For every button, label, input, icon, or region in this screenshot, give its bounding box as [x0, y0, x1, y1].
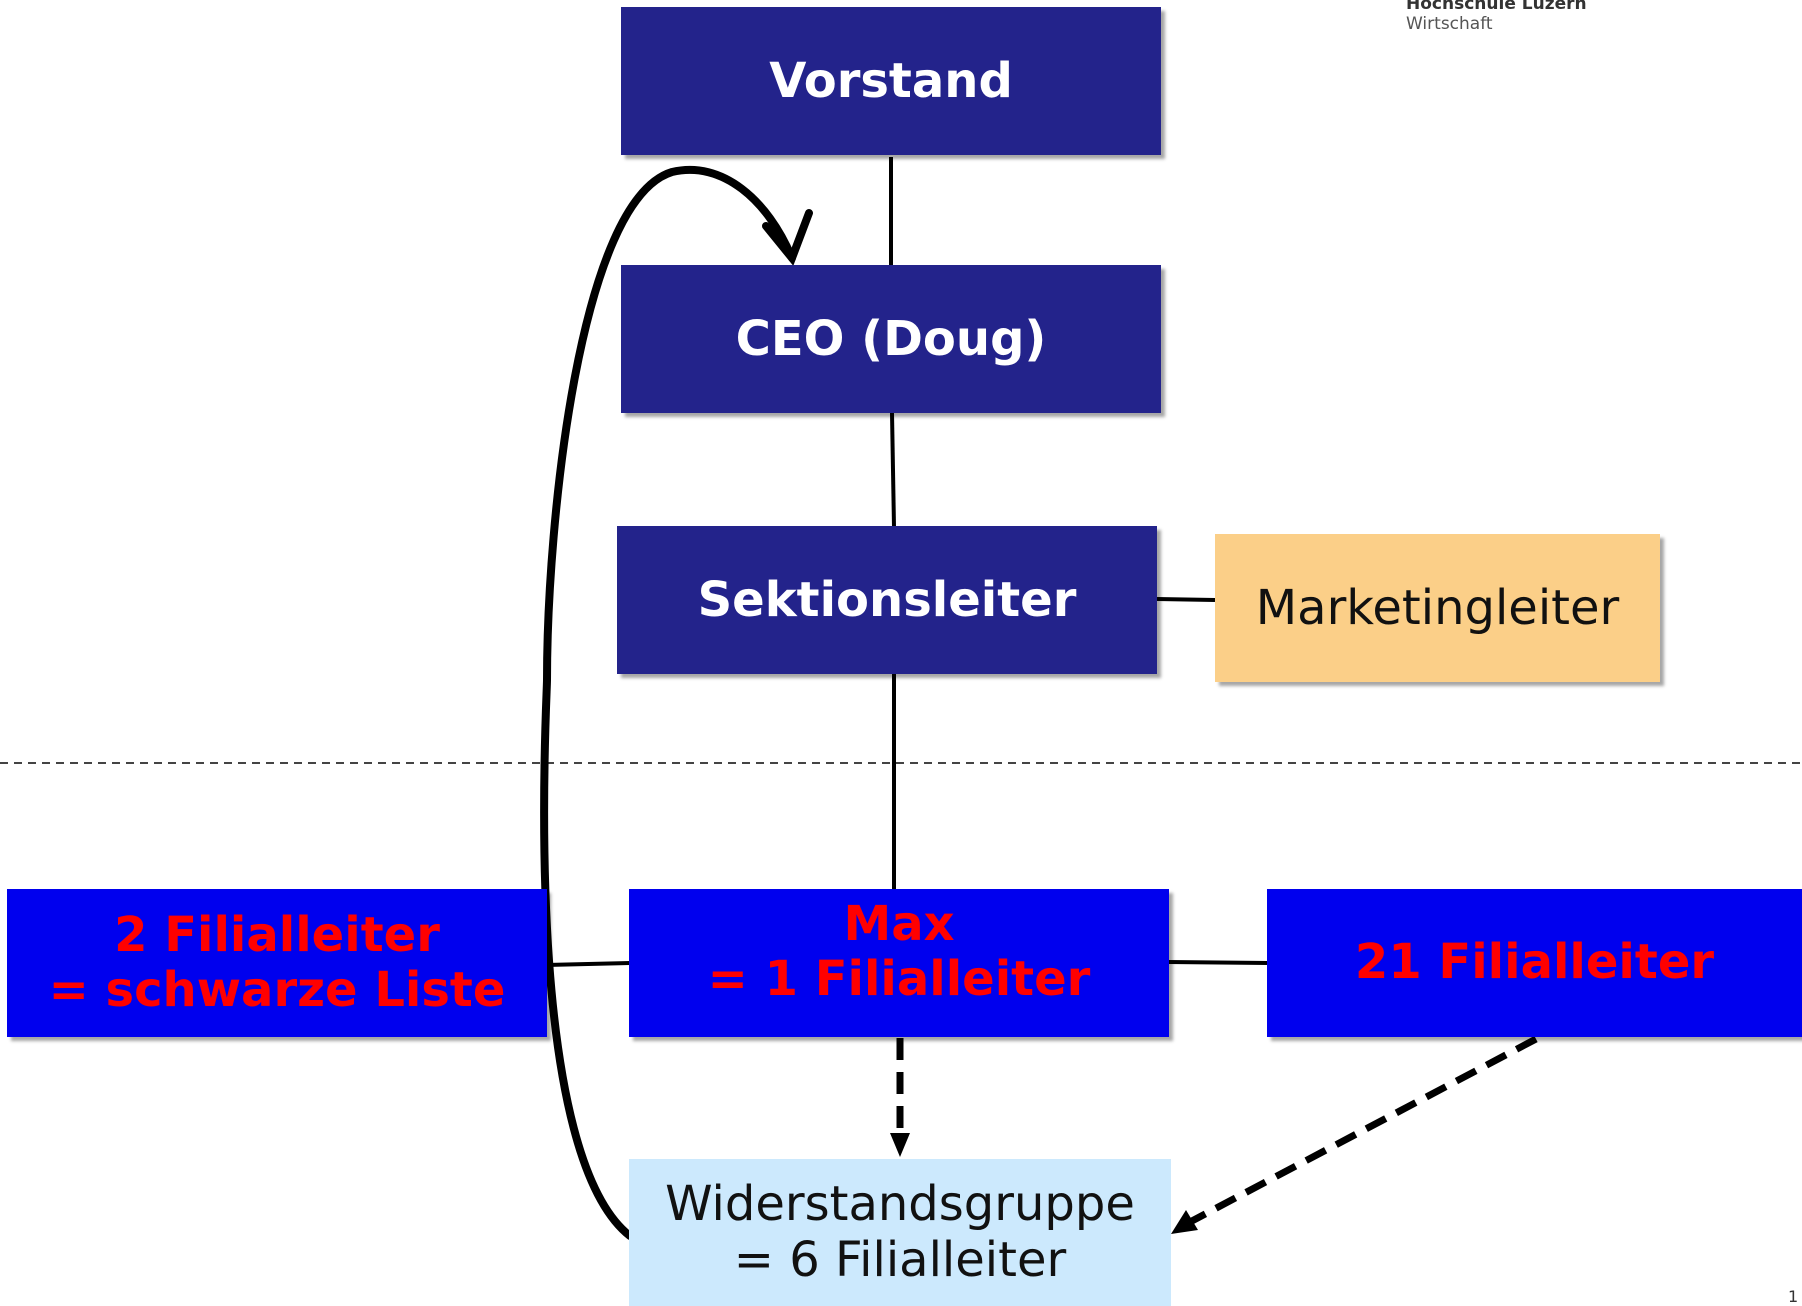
- max-right-connector: [1167, 960, 1269, 965]
- node-widerstand-line1: Widerstandsgruppe: [665, 1176, 1135, 1233]
- sektionsleiter-marketing-connector: [1156, 597, 1216, 602]
- widerstand-ceo-arrowhead: [762, 209, 813, 266]
- node-widerstand-line2: = 6 Filialleiter: [733, 1231, 1067, 1288]
- node-ceo: CEO (Doug): [621, 265, 1161, 413]
- node-vorstand: Vorstand: [621, 7, 1161, 155]
- node-max: Max = 1 Filialleiter: [629, 889, 1169, 1037]
- right-widerstand-dashed-arrow: [1188, 1035, 1538, 1226]
- node-max-line2: = 1 Filialleiter: [707, 951, 1091, 1008]
- widerstand-ceo-curved-arrow: [540, 165, 796, 1240]
- node-vorstand-label: Vorstand: [769, 53, 1013, 109]
- ceo-sektionsleiter-connector: [890, 412, 896, 528]
- node-left-group: 2 Filialleiter = schwarze Liste: [7, 889, 547, 1037]
- institution-name: Hochschule Luzern: [1406, 0, 1587, 14]
- node-marketingleiter: Marketingleiter: [1215, 534, 1660, 682]
- left-max-connector: [545, 961, 631, 967]
- page-number: 1: [1788, 1287, 1799, 1306]
- node-left-group-line2: = schwarze Liste: [48, 962, 506, 1018]
- institution-logo: Hochschule Luzern Wirtschaft: [1406, 0, 1587, 35]
- node-max-line1: Max: [843, 896, 955, 952]
- right-widerstand-arrowhead: [1171, 1210, 1198, 1234]
- max-widerstand-arrowhead: [890, 1133, 910, 1157]
- node-sektionsleiter-label: Sektionsleiter: [697, 572, 1077, 628]
- node-left-group-line1: 2 Filialleiter: [114, 906, 440, 963]
- node-widerstandsgruppe: Widerstandsgruppe = 6 Filialleiter: [629, 1159, 1171, 1306]
- node-marketingleiter-label: Marketingleiter: [1255, 580, 1620, 636]
- node-ceo-label: CEO (Doug): [735, 311, 1047, 367]
- node-right-group-label: 21 Filialleiter: [1354, 934, 1715, 991]
- node-sektionsleiter: Sektionsleiter: [617, 526, 1157, 674]
- node-right-group: 21 Filialleiter: [1267, 889, 1802, 1037]
- department-name: Wirtschaft: [1406, 14, 1493, 35]
